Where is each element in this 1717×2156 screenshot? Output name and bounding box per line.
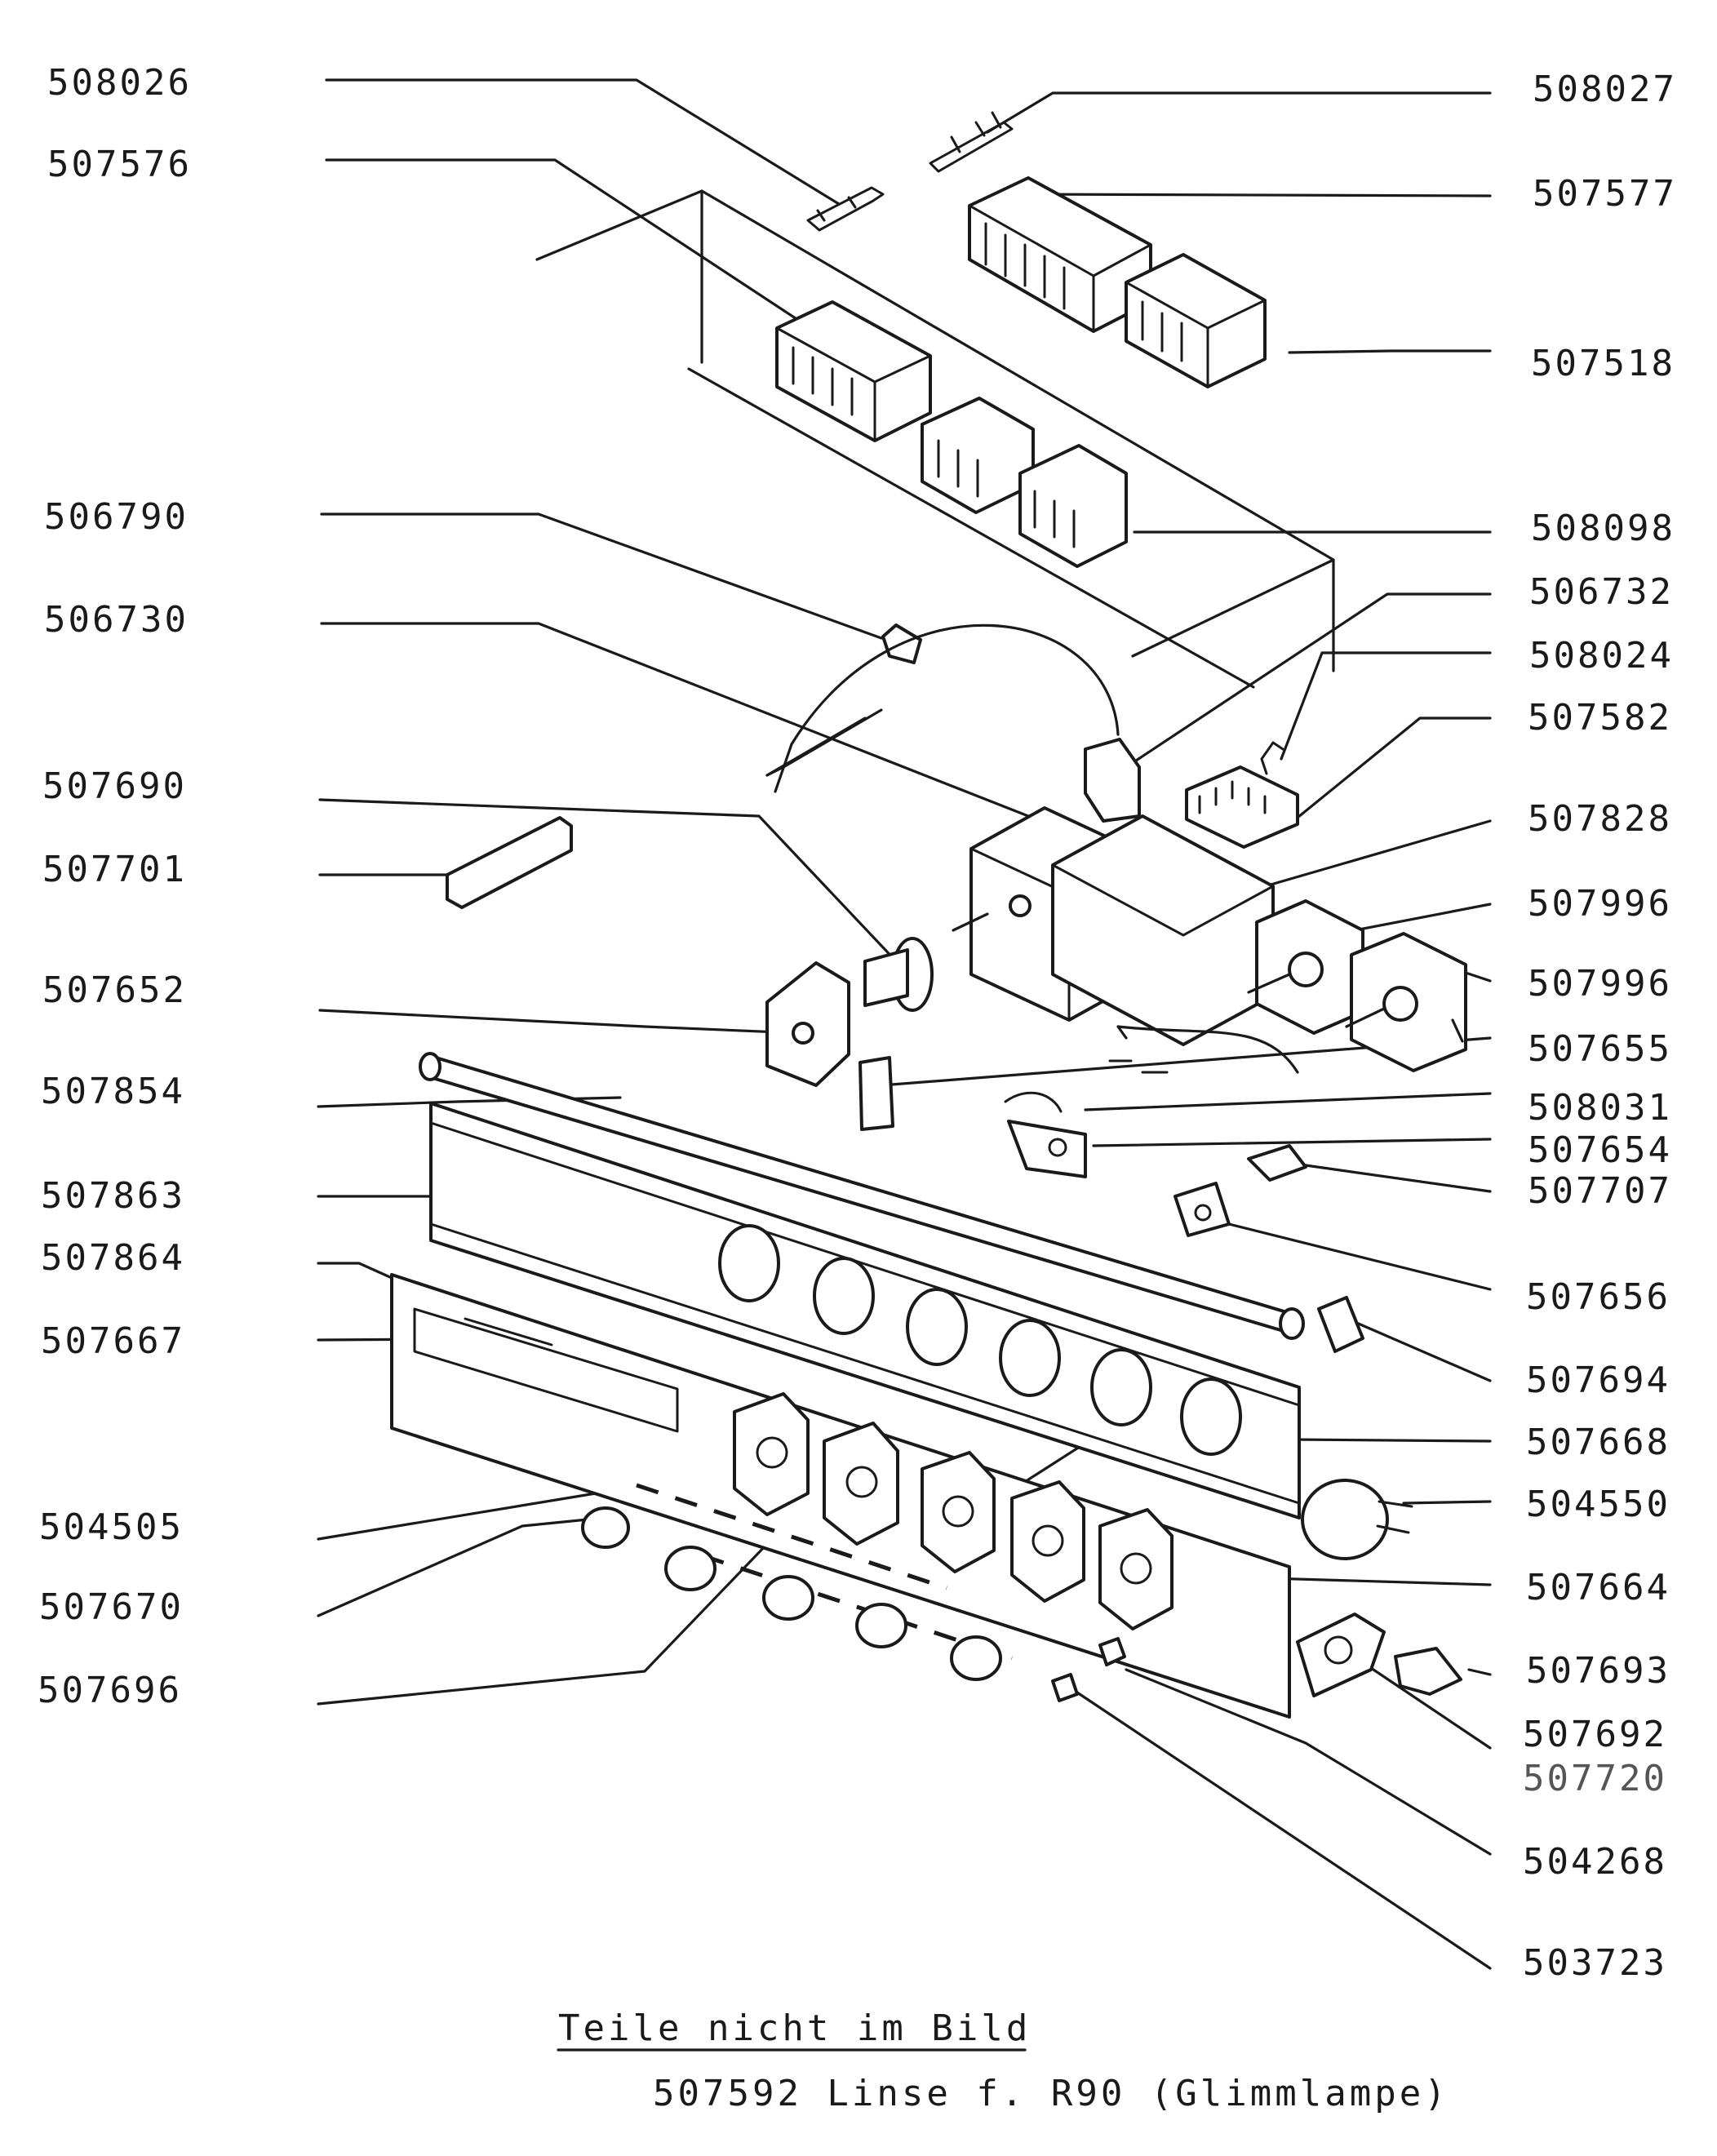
part-bushing-507690 <box>863 937 934 1012</box>
part-lamp-holder-507693 <box>1296 1613 1462 1697</box>
leader-507670 <box>317 1516 606 1617</box>
label-507996-b: 507996 <box>1528 963 1672 1005</box>
label-507828: 507828 <box>1528 798 1672 840</box>
part-rotary-switch-507996-b <box>1345 932 1467 1072</box>
label-507652: 507652 <box>42 969 187 1011</box>
label-507692: 507692 <box>1523 1714 1667 1755</box>
part-pilot-lamp-504550 <box>1301 1479 1413 1560</box>
label-508031: 508031 <box>1528 1087 1672 1129</box>
part-clip-508027 <box>929 111 1014 173</box>
part-pin-508024 <box>1260 741 1284 775</box>
assembly-bracket-lines <box>535 189 1335 689</box>
leader-507518 <box>1288 349 1492 354</box>
label-507518: 507518 <box>1531 343 1675 384</box>
part-switch-block-507577 <box>968 176 1267 388</box>
label-504268: 504268 <box>1523 1841 1667 1883</box>
label-507664: 507664 <box>1526 1567 1670 1608</box>
part-rod-506730 <box>765 708 883 777</box>
label-506732: 506732 <box>1529 571 1674 613</box>
right-label-column: 508027 507577 507518 508098 506732 50802… <box>1523 69 1677 1984</box>
part-switch-strip-507582 <box>1185 765 1299 849</box>
leader-507707 <box>1304 1164 1492 1193</box>
part-lamp-507707 <box>1247 1144 1307 1182</box>
label-507696: 507696 <box>38 1670 182 1711</box>
label-507864: 507864 <box>41 1237 185 1279</box>
leader-507582 <box>1288 716 1492 826</box>
leader-507576 <box>325 158 810 328</box>
part-socket-507656 <box>1174 1182 1231 1237</box>
label-507667: 507667 <box>41 1320 185 1362</box>
leader-506790 <box>320 512 883 640</box>
part-gear-plates-507667 <box>733 1392 1174 1630</box>
leader-507656 <box>1214 1219 1492 1291</box>
label-507668: 507668 <box>1526 1422 1670 1463</box>
leader-507652 <box>318 1009 801 1035</box>
part-panel-507863 <box>429 1102 1301 1519</box>
footer-notes: Teile nicht im Bild 507592 Linse f. R90 … <box>557 2007 1449 2114</box>
label-507694: 507694 <box>1526 1360 1670 1401</box>
label-508024: 508024 <box>1529 635 1674 677</box>
leader-506730 <box>320 622 1030 818</box>
label-507863: 507863 <box>41 1175 185 1217</box>
part-end-cap-507694 <box>1317 1296 1364 1353</box>
label-507654: 507654 <box>1528 1129 1672 1171</box>
label-507720: 507720 <box>1523 1758 1667 1799</box>
part-knobs-507670 <box>581 1506 1002 1681</box>
label-507854: 507854 <box>41 1071 185 1112</box>
part-knob-shafts <box>636 1483 1013 1661</box>
label-507701: 507701 <box>42 849 187 890</box>
label-508026: 508026 <box>47 62 192 104</box>
part-cable-506732 <box>774 623 1141 823</box>
label-507577: 507577 <box>1533 173 1677 215</box>
label-508098: 508098 <box>1531 508 1675 549</box>
label-507576: 507576 <box>47 144 192 185</box>
label-507670: 507670 <box>39 1586 184 1628</box>
part-rotary-switch-507996-a <box>1247 899 1364 1035</box>
label-504505: 504505 <box>39 1506 184 1548</box>
leader-507693 <box>1467 1668 1492 1676</box>
label-507582: 507582 <box>1528 697 1672 739</box>
leader-508027 <box>986 91 1492 134</box>
leader-508026 <box>325 78 841 206</box>
label-506790: 506790 <box>44 496 189 538</box>
leader-506732 <box>1125 592 1492 769</box>
label-508027: 508027 <box>1533 69 1677 110</box>
leader-503723 <box>1076 1691 1492 1970</box>
part-bracket-507701 <box>446 816 573 909</box>
label-507690: 507690 <box>42 765 187 807</box>
part-tube-507854 <box>419 1052 1305 1340</box>
leader-508031 <box>1084 1092 1492 1111</box>
part-small-lamp-504268 <box>1098 1637 1126 1666</box>
leader-507654 <box>1092 1138 1492 1147</box>
leader-507696 <box>317 1500 810 1706</box>
part-clip-508026 <box>806 186 885 232</box>
leader-504550 <box>1402 1500 1492 1505</box>
left-label-column: 508026 507576 506790 506730 507690 50770… <box>38 62 192 1711</box>
part-bracket-507655 <box>858 1056 894 1131</box>
leader-507996-a <box>1345 903 1492 934</box>
leader-504268 <box>1125 1668 1492 1856</box>
part-holder-507654 <box>1004 1091 1087 1178</box>
label-506730: 506730 <box>44 599 189 641</box>
label-507655: 507655 <box>1528 1028 1672 1070</box>
label-504550: 504550 <box>1526 1484 1670 1525</box>
label-507707: 507707 <box>1528 1170 1672 1212</box>
leader-507690 <box>318 798 899 965</box>
footer-note: 507592 Linse f. R90 (Glimmlampe) <box>653 2073 1449 2114</box>
part-wire-508031 <box>1108 1025 1299 1074</box>
label-503723: 503723 <box>1523 1942 1667 1984</box>
leader-507694 <box>1353 1320 1492 1382</box>
footer-heading: Teile nicht im Bild <box>558 2007 1031 2049</box>
label-507693: 507693 <box>1526 1650 1670 1692</box>
label-507656: 507656 <box>1526 1276 1670 1318</box>
part-socket-503723 <box>1051 1673 1079 1702</box>
leader-508024 <box>1280 651 1492 761</box>
label-507996-a: 507996 <box>1528 883 1672 925</box>
leader-507577 <box>1018 193 1492 197</box>
part-selector-switch-507828 <box>952 806 1275 1046</box>
part-switch-block-507576 <box>775 300 1128 568</box>
part-plate-507652 <box>765 961 850 1087</box>
leader-507692 <box>1369 1666 1492 1750</box>
